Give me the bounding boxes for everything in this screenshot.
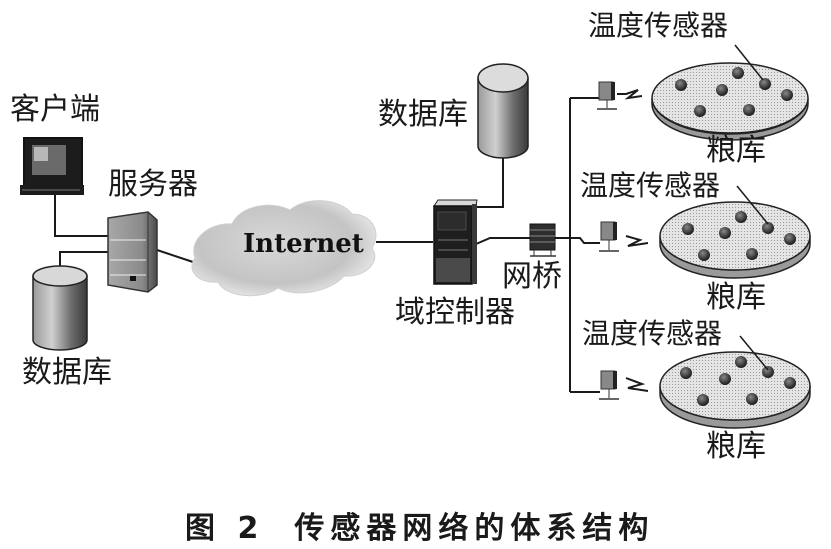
figure-caption: 图 2 传感器网络的体系结构 [185,503,654,547]
sensor-label-2: 温度传感器 [580,169,721,202]
granary-label-2: 粮库 [706,280,766,315]
sensor-node [680,367,692,379]
center-database-icon [477,63,529,159]
center-database-label: 数据库 [378,97,468,132]
sensor-node [675,79,687,91]
sensor-pointer [739,335,769,371]
gateway-2-icon [599,221,649,252]
left-database-label: 数据库 [22,355,112,390]
sensor-label-1: 温度传感器 [588,9,729,42]
sensor-node [762,366,774,378]
sensor-node [697,394,709,406]
sensor-node [746,248,758,260]
sensor-node [735,211,747,223]
sensor-node [762,222,774,234]
server-label: 服务器 [108,167,198,202]
sensor-node [784,377,796,389]
client-label: 客户端 [10,92,100,127]
granary-label-3: 粮库 [706,429,766,464]
controller-bridge-link [475,237,530,245]
bus-gateway-2-link [570,237,600,244]
domain-controller-label: 域控制器 [395,295,515,330]
granary-3-icon [659,335,811,429]
sensor-label-3: 温度传感器 [582,317,723,350]
sensor-node [784,233,796,245]
sensor-node [746,393,758,405]
figure-number: 图 2 [185,511,265,546]
granary-1-icon [651,44,809,141]
server-icon [107,211,158,293]
client-computer-icon [20,137,84,195]
gateway-1-icon [597,81,643,110]
sensor-pointer [734,44,764,81]
gateway-3-icon [599,370,649,400]
sensor-node [759,78,771,90]
sensor-node [781,89,793,101]
bridge-icon [529,223,556,257]
sensor-node [716,84,728,96]
sensor-node [719,227,731,239]
internet-cloud-icon [191,200,377,297]
controller-database-link [476,158,504,208]
internet-label: Internet [243,229,364,259]
sensor-node [682,223,694,235]
sensor-pointer [736,185,769,225]
sensor-node [743,104,755,116]
client-server-link [54,195,108,237]
sensor-node [698,249,710,261]
sensor-node [719,373,731,385]
figure-title: 传感器网络的体系结构 [294,511,655,546]
domain-controller-icon [433,199,478,285]
server-internet-link [156,249,194,263]
sensor-node [694,105,706,117]
granary-label-1: 粮库 [706,133,766,168]
sensor-node [735,356,747,368]
left-database-icon [32,265,88,351]
bridge-label: 网桥 [502,259,562,294]
sensor-node [732,67,744,79]
granary-2-icon [659,185,811,279]
